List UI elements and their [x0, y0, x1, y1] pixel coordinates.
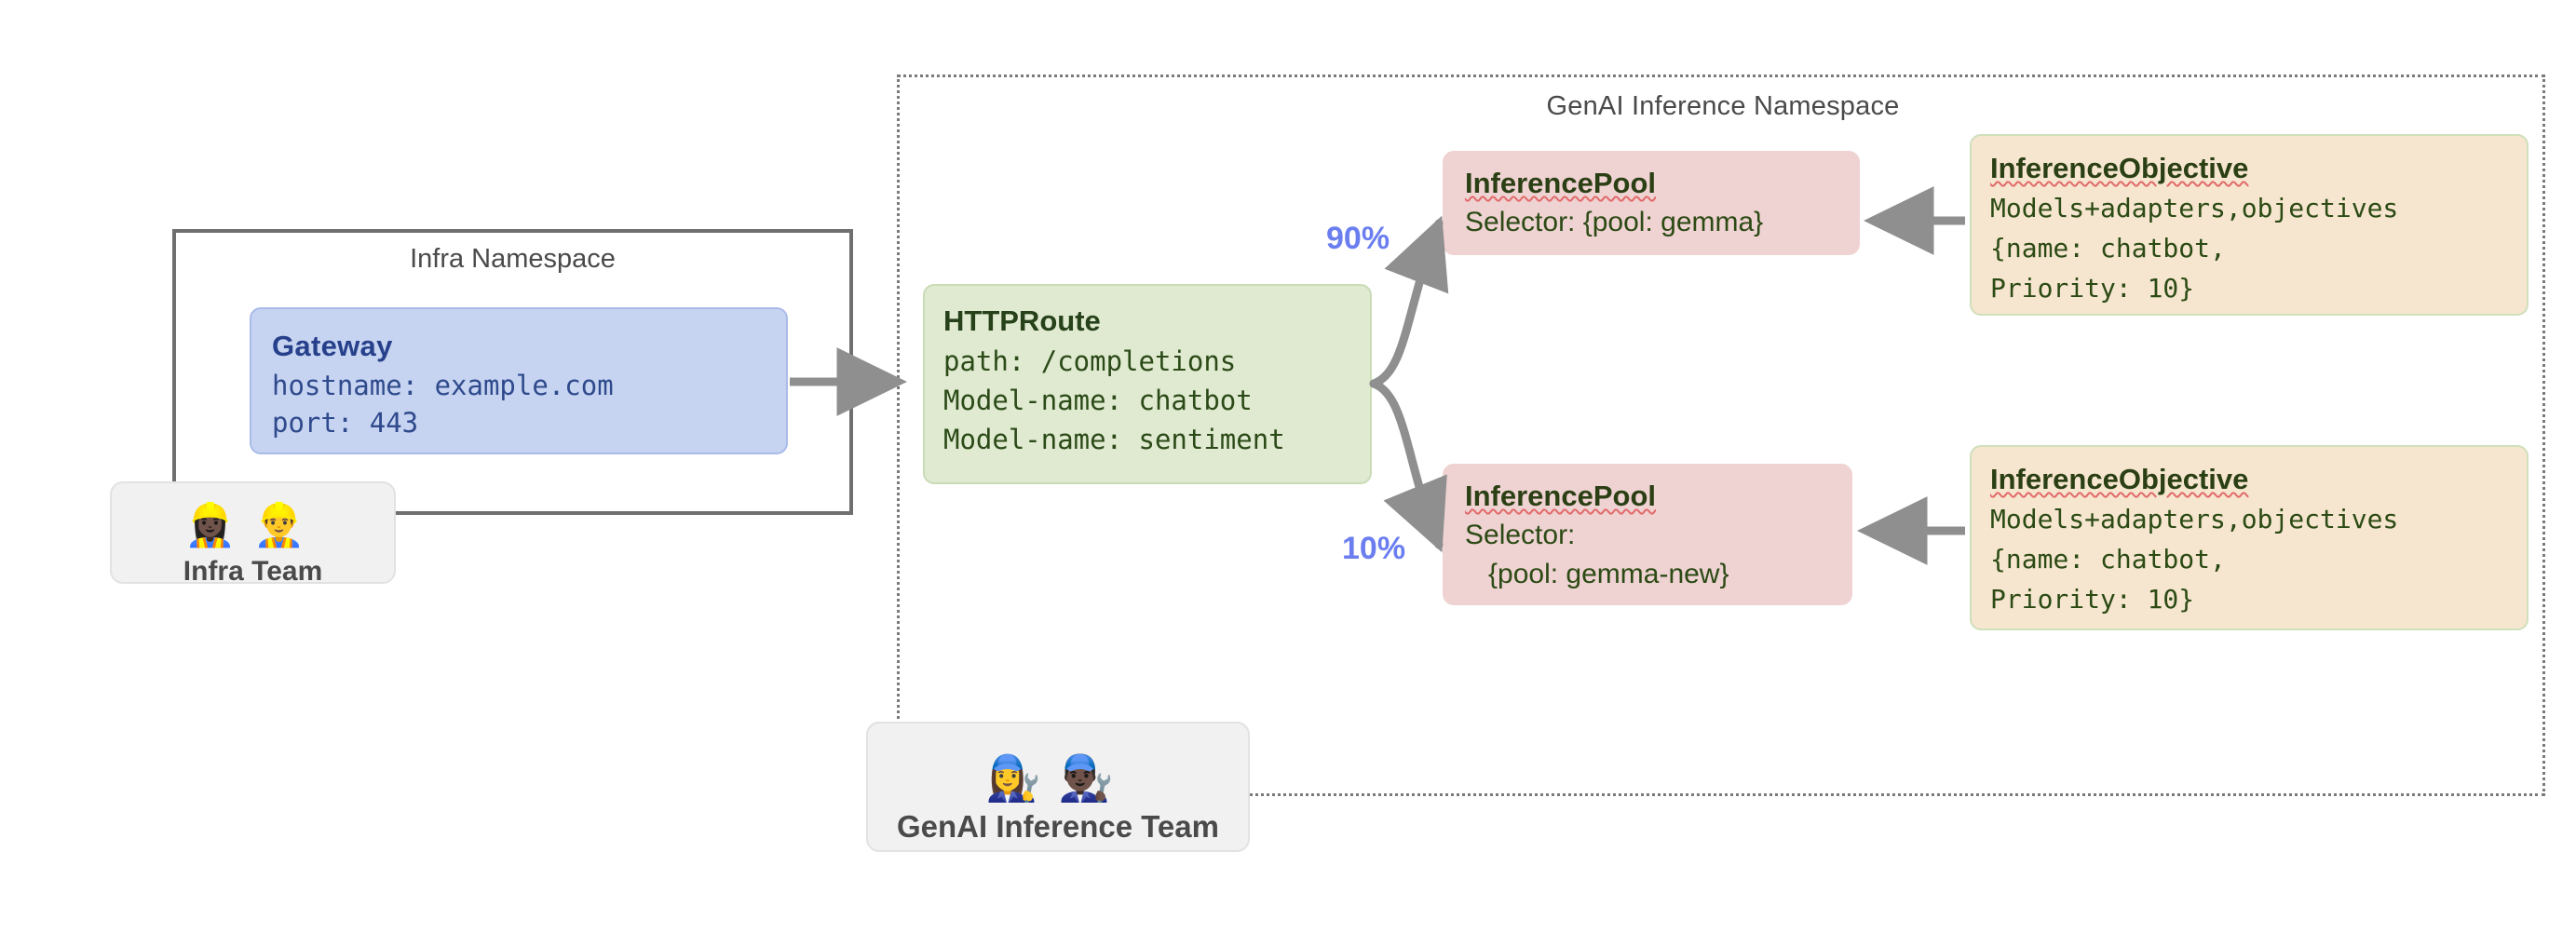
inferenceobjective-title: InferenceObjective: [1990, 463, 2249, 495]
inferencepool-gemma-new-card[interactable]: InferencePool Selector: {pool: gemma-new…: [1443, 464, 1852, 605]
infra-team-label: Infra Team: [183, 556, 323, 587]
httproute-title: HTTPRoute: [943, 304, 1101, 337]
inferencepool-selector-value: {pool: gemma-new}: [1465, 559, 1729, 589]
inferencepool-title: InferencePool: [1465, 480, 1656, 512]
httproute-model-name-chatbot: Model-name: chatbot: [943, 385, 1253, 416]
gateway-hostname: hostname: example.com: [272, 370, 614, 401]
inferenceobjective-priority: Priority: 10}: [1990, 584, 2195, 615]
traffic-weight-90: 90%: [1326, 221, 1390, 256]
inferenceobjective-models: Models+adapters,objectives: [1990, 504, 2399, 534]
inferenceobjective-title: InferenceObjective: [1990, 152, 2249, 184]
genai-inference-namespace-boundary: [897, 74, 2545, 796]
mechanic-icons: 👩‍🔧👨🏿‍🔧: [985, 752, 1131, 805]
gateway-title: Gateway: [272, 330, 393, 362]
inferencepool-title: InferencePool: [1465, 167, 1656, 199]
inferenceobjective-bottom-card[interactable]: InferenceObjective Models+adapters,objec…: [1970, 445, 2529, 630]
infra-namespace-title: Infra Namespace: [410, 244, 616, 274]
gateway-card[interactable]: Gateway hostname: example.com port: 443: [250, 307, 788, 454]
inferenceobjective-priority: Priority: 10}: [1990, 273, 2195, 304]
inferenceobjective-name: {name: chatbot,: [1990, 233, 2226, 264]
inferencepool-selector-label: Selector:: [1465, 520, 1576, 550]
httproute-model-name-sentiment: Model-name: sentiment: [943, 424, 1285, 455]
construction-worker-icons: 👷🏿‍♀️👷‍♂️: [183, 500, 322, 549]
inferenceobjective-name: {name: chatbot,: [1990, 544, 2226, 575]
inferenceobjective-top-card[interactable]: InferenceObjective Models+adapters,objec…: [1970, 134, 2529, 316]
gateway-port: port: 443: [272, 407, 419, 439]
httproute-card[interactable]: HTTPRoute path: /completions Model-name:…: [923, 284, 1372, 484]
inferencepool-selector: Selector: {pool: gemma}: [1465, 207, 1764, 237]
infra-team-card[interactable]: 👷🏿‍♀️👷‍♂️ Infra Team: [110, 481, 396, 587]
httproute-path: path: /completions: [943, 345, 1237, 377]
genai-inference-namespace-title: GenAI Inference Namespace: [1546, 91, 1900, 121]
inferencepool-gemma-card[interactable]: InferencePool Selector: {pool: gemma}: [1443, 151, 1860, 255]
inferenceobjective-models: Models+adapters,objectives: [1990, 193, 2399, 223]
genai-inference-team-label: GenAI Inference Team: [896, 809, 1219, 844]
genai-inference-team-card[interactable]: 👩‍🔧👨🏿‍🔧 GenAI Inference Team: [866, 722, 1250, 852]
traffic-weight-10: 10%: [1342, 531, 1406, 566]
